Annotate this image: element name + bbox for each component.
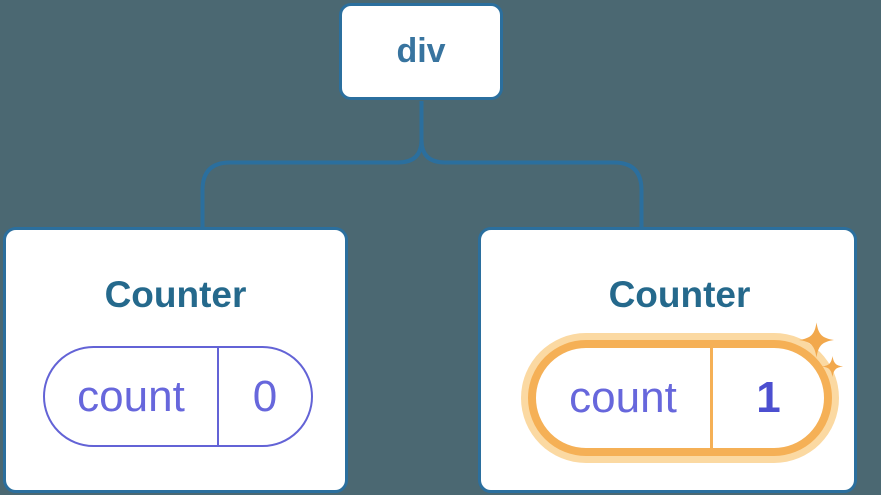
connector-left (200, 101, 424, 228)
root-node: div (339, 3, 503, 100)
card-title: Counter (608, 274, 751, 315)
counter-card-right: Counter count 1 (478, 227, 857, 493)
state-value-section: 1 (713, 348, 824, 448)
state-name-section: count (536, 348, 710, 448)
connector-right (419, 101, 644, 228)
state-name-section: count (45, 348, 217, 445)
pill-divider (217, 348, 219, 445)
state-pill-highlighted: count 1 (528, 340, 832, 456)
root-node-label: div (396, 32, 446, 70)
state-pill: count 0 (43, 346, 313, 447)
state-name-label: count (77, 371, 185, 421)
state-value-label: 0 (252, 371, 278, 421)
state-value-section: 0 (219, 348, 311, 445)
pill-divider (710, 348, 713, 448)
card-title: Counter (104, 274, 247, 315)
counter-card-left: Counter count 0 (3, 227, 348, 493)
state-value-label: 1 (756, 373, 781, 422)
state-name-label: count (569, 373, 677, 422)
